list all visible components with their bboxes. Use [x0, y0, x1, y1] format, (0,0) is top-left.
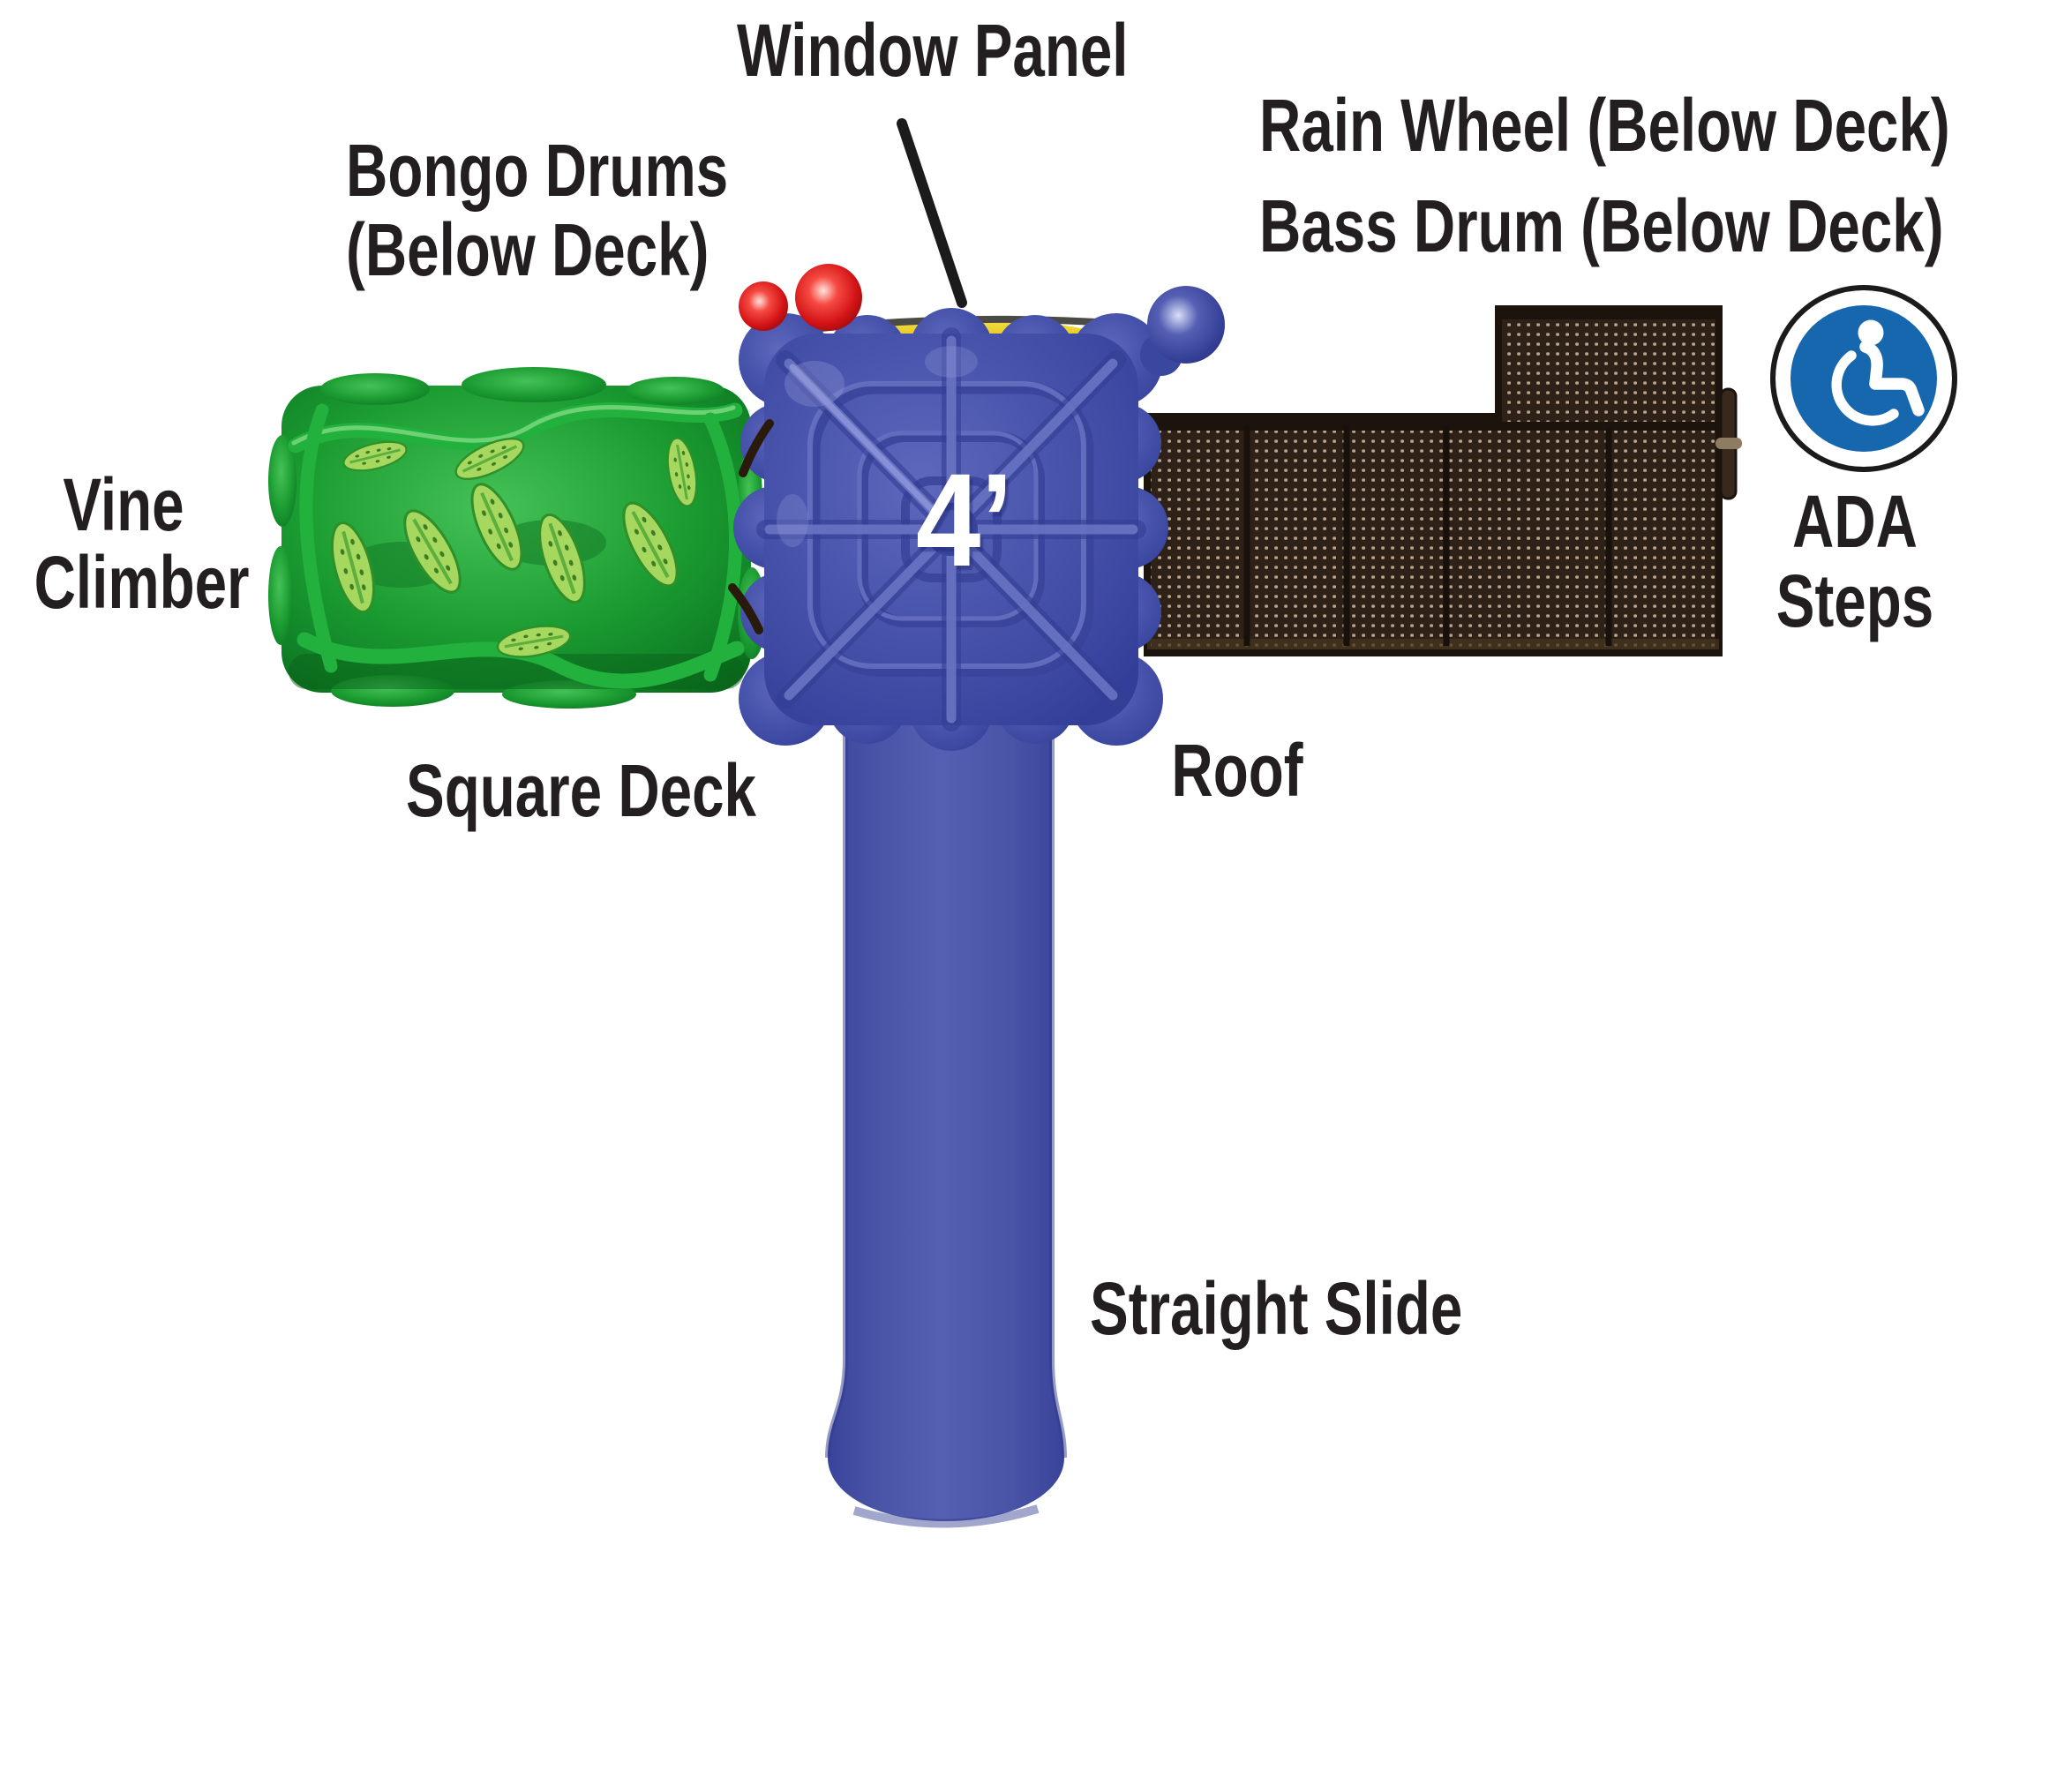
bass-drum-label: Bass Drum (Below Deck) — [1259, 184, 1944, 267]
deck-height-label: 4’ — [915, 446, 1014, 594]
climber-hooks — [728, 419, 774, 634]
straight-slide-label: Straight Slide — [1090, 1267, 1463, 1350]
steps-deck-shape — [1144, 305, 1742, 656]
ada-steps-label: ADA Steps — [1775, 480, 1934, 642]
window-panel-leader-line — [897, 118, 967, 308]
red-ball-large — [795, 264, 862, 331]
blue-ball-finial — [1140, 286, 1225, 376]
ada-wheelchair-icon — [1770, 285, 1957, 472]
rain-wheel-label: Rain Wheel (Below Deck) — [1259, 84, 1950, 167]
square-deck-label: Square Deck — [406, 749, 756, 832]
roof-label: Roof — [1171, 729, 1303, 812]
vine-climber-shape — [268, 367, 766, 709]
straight-slide-shape — [825, 697, 1067, 1528]
bongo-drums-label: Bongo Drums (Below Deck) — [346, 129, 729, 291]
window-panel-label: Window Panel — [737, 9, 1129, 92]
red-ball-small — [739, 281, 788, 331]
roof-shape — [733, 308, 1168, 751]
vine-climber-label: Vine Climber — [34, 463, 250, 624]
